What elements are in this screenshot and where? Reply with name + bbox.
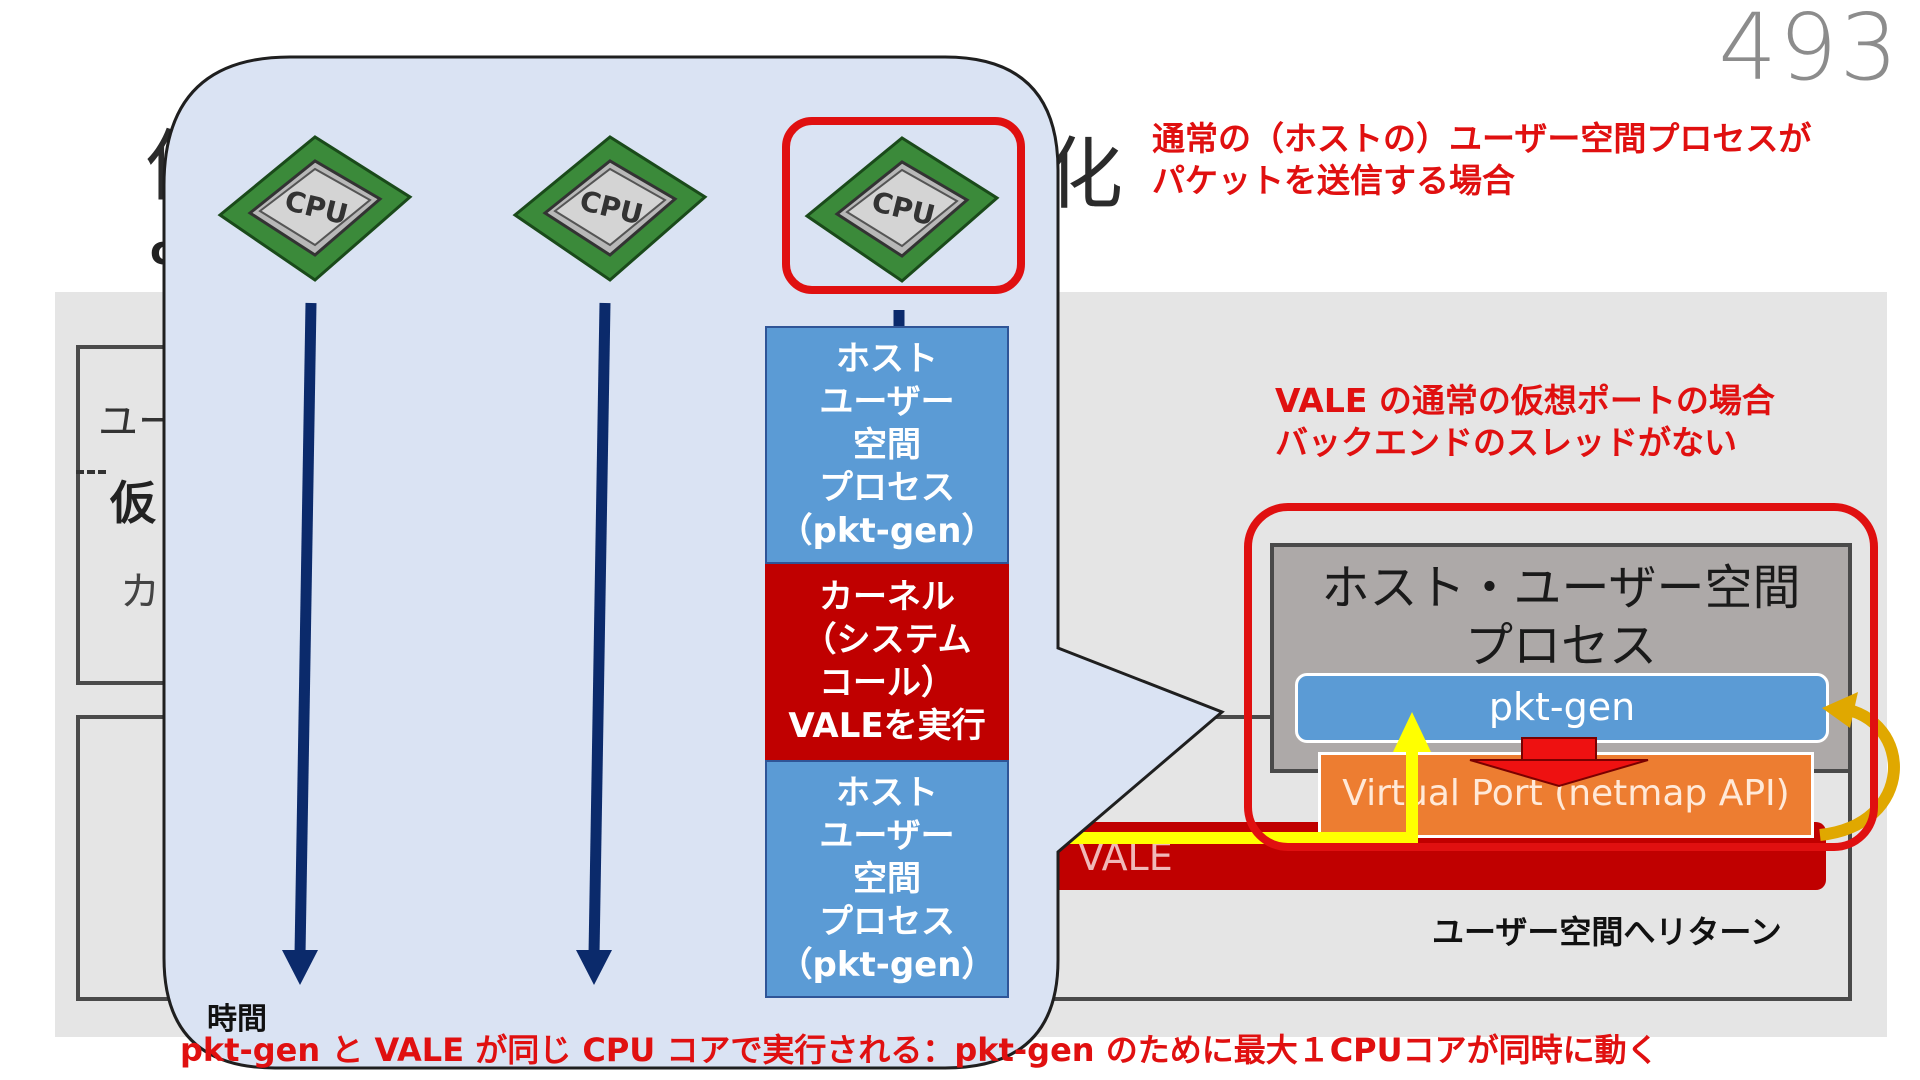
dashed-divider (76, 470, 106, 474)
cpu-icon: CPU (505, 125, 715, 299)
stack-host-process-bottom: ホスト ユーザー 空間 プロセス （pkt-gen） (765, 760, 1009, 998)
normal-process-note: 通常の（ホストの）ユーザー空間プロセスが パケットを送信する場合 (1152, 119, 1812, 200)
cpu-highlight-frame (782, 117, 1025, 294)
vale-port-note: VALE の通常の仮想ポートの場合 バックエンドのスレッドがない (1275, 381, 1775, 462)
timeline-arrow-1 (282, 302, 318, 985)
host-highlight-frame (1244, 503, 1878, 851)
stack-host-process-top: ホスト ユーザー 空間 プロセス （pkt-gen） (765, 326, 1009, 564)
page-number: 493 (1718, 0, 1900, 101)
yellow-path-arrow (1000, 712, 1431, 844)
gold-return-arrow (1819, 692, 1900, 841)
time-label: 時間 (207, 1002, 267, 1037)
cpu-icon: CPU (797, 126, 1007, 300)
timeline-arrow-2 (576, 302, 612, 985)
return-to-user-space-label: ユーザー空間へリターン (1432, 913, 1782, 951)
kernel-label: カ (120, 569, 160, 615)
virtual-label: 仮 (110, 476, 156, 530)
cpu-icon: CPU (210, 125, 420, 299)
host-user-process-label: ホスト・ユーザー空間 プロセス (1321, 560, 1801, 674)
pktgen-bar: pkt-gen (1295, 673, 1829, 743)
red-down-arrow (1469, 737, 1649, 788)
bottom-note: pkt-gen と VALE が同じ CPU コアで実行される：pkt-gen … (180, 1031, 1659, 1069)
stack-kernel-vale: カーネル （システム コール） VALEを実行 (765, 564, 1009, 760)
